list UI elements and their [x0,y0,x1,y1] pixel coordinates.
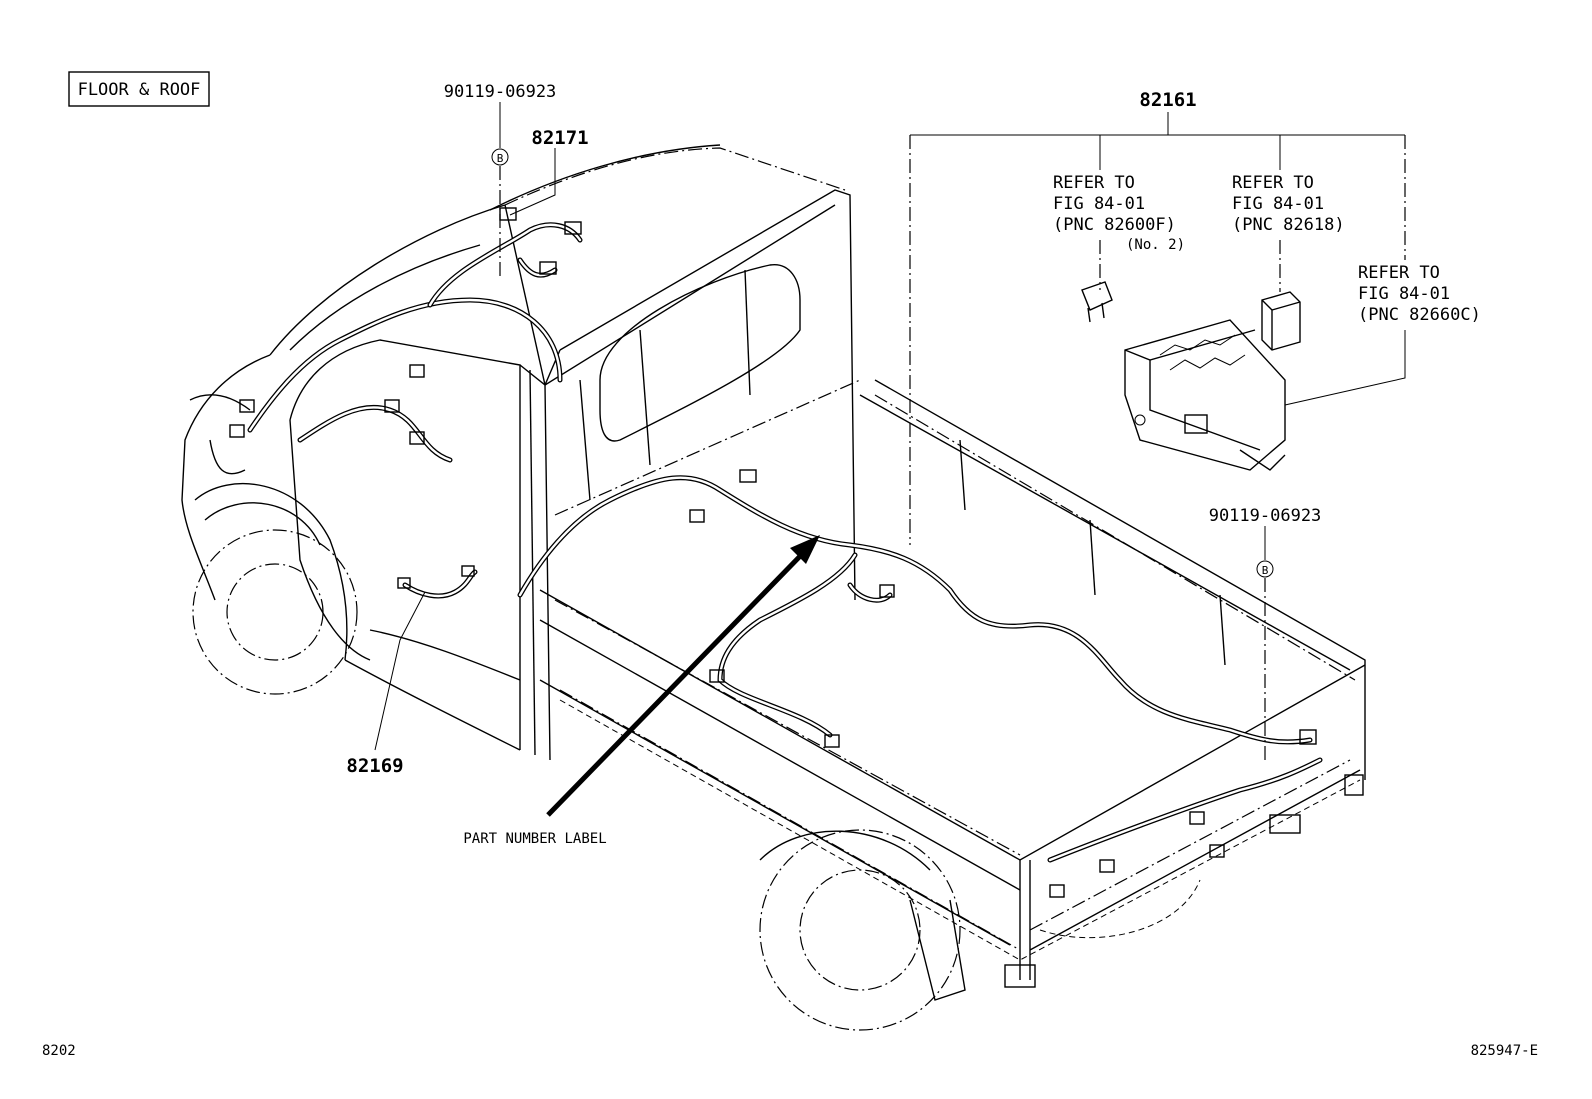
callout-82169: 82169 [346,755,403,777]
harness-82161 [517,469,1323,898]
callout-82161: 82161 [1139,89,1196,111]
refer-note-block-line2: FIG 84-01 [1358,284,1450,304]
section-label: FLOOR & ROOF [68,71,210,107]
refer-note-fuse-line1: REFER TO [1053,173,1135,193]
section-label-text: FLOOR & ROOF [78,80,201,100]
refer-note-fuse-line4: (No. 2) [1126,237,1185,253]
refer-note-relay: REFER TO FIG 84-01 (PNC 82618) [1232,173,1345,235]
refer-note-fuse-line2: FIG 84-01 [1053,194,1145,214]
refer-note-block-line1: REFER TO [1358,263,1440,283]
harness-82171 [229,207,583,463]
relay [1261,291,1301,351]
footer-right: 825947-E [1471,1043,1538,1059]
leader-lines [374,102,1406,817]
callout-roof-clip: 90119-06923 [444,82,557,102]
refer-note-relay-line2: FIG 84-01 [1232,194,1324,214]
clip-symbol-roof: B [491,148,509,166]
part-number-label: PART NUMBER LABEL [463,831,606,847]
truck-drawing [181,144,1366,1031]
harness-82169 [397,565,478,599]
refer-note-fuse: REFER TO FIG 84-01 (PNC 82600F) (No. 2) [1053,173,1185,253]
clip-symbol-bed-text: B [1262,564,1269,577]
callout-bed-clip: 90119-06923 [1209,506,1322,526]
refer-note-fuse-line3: (PNC 82600F) [1053,215,1176,235]
clip-symbol-bed: B [1256,560,1274,578]
relay-block [1124,319,1286,471]
clip-symbol-roof-text: B [497,152,504,165]
refer-note-relay-line1: REFER TO [1232,173,1314,193]
footer-left: 8202 [42,1043,76,1059]
refer-note-block-line3: (PNC 82660C) [1358,305,1481,325]
mini-fuse [1081,281,1113,323]
callout-82171: 82171 [531,127,588,149]
refer-note-block: REFER TO FIG 84-01 (PNC 82660C) [1358,263,1481,325]
refer-note-relay-line3: (PNC 82618) [1232,215,1345,235]
